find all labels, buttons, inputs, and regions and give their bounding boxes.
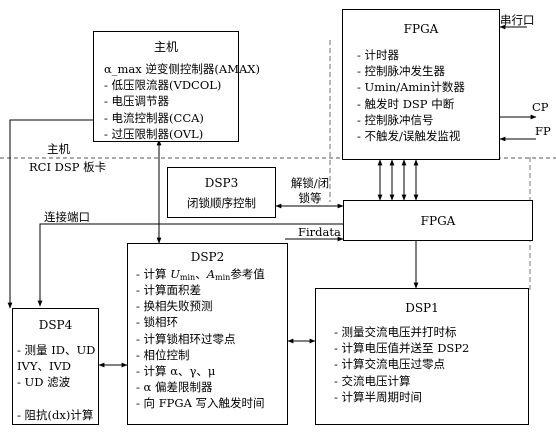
dsp3-line: 闭锁顺序控制 xyxy=(187,196,256,210)
host-item: - 电压调节器 xyxy=(104,94,170,109)
fpga-top-item: - 不触发/误触发监视 xyxy=(357,129,461,144)
dsp2-item-reference: - 计算 Umin、Amin参考值 xyxy=(136,266,265,286)
dsp1-item: - 计算电压值并送至 DSP2 xyxy=(334,341,470,356)
dsp3-box: DSP3 闭锁顺序控制 xyxy=(167,167,276,218)
host-item: - 低压限流器(VDCOL) xyxy=(104,78,222,93)
fpga-top-item: - 触发时 DSP 中断 xyxy=(357,96,455,111)
host-dsp4-line xyxy=(7,119,93,309)
unlock-label-line2: 锁等 xyxy=(298,191,322,205)
dsp1-items: - 测量交流电压并打时标- 计算电压值并送至 DSP2- 计算交流电压过零点- … xyxy=(334,324,469,405)
unlock-label-line1: 解锁/闭 xyxy=(290,176,330,190)
dsp2-item: - 锁相环 xyxy=(136,315,179,330)
fpga-mid-box: FPGA xyxy=(343,200,533,241)
host-box: 主机 α_max 逆变侧控制器(AMAX) - 低压限流器(VDCOL)- 电压调… xyxy=(93,31,260,142)
dsp4-title: DSP4 xyxy=(38,318,73,332)
connect-port-line xyxy=(37,223,343,307)
fpga-top-item: - 控制脉冲信号 xyxy=(357,112,434,127)
fpga-top-title: FPGA xyxy=(403,22,439,36)
fpga-top-item: - 控制脉冲发生器 xyxy=(357,64,446,79)
fpga-top-item: - 计时器 xyxy=(357,48,400,62)
host-item: - 过压限制器(OVL) xyxy=(104,126,204,141)
dsp4-item: - 测量 ID、UD xyxy=(17,343,96,357)
fp-label: FP xyxy=(535,124,551,138)
dsp2-item: - 相位控制 xyxy=(136,347,190,362)
rci-board-label: RCI DSP 板卡 xyxy=(29,160,107,174)
dsp1-item: - 测量交流电压并打时标 xyxy=(334,325,457,339)
host-item: - 电流控制器(CCA) xyxy=(104,110,204,125)
fpga-top-items: - 计时器 - 控制脉冲发生器- Umin/Amin计数器- 触发时 DSP 中断… xyxy=(357,47,465,144)
host-item: α_max 逆变侧控制器(AMAX) xyxy=(104,62,260,76)
dsp2-item: - α 偏差限制器 xyxy=(136,380,213,395)
fpga-top-box: FPGA - 计时器 - 控制脉冲发生器- Umin/Amin计数器- 触发时 D… xyxy=(342,9,500,160)
dsp2-item: - 计算面积差 xyxy=(136,283,202,297)
connect-port-label: 连接端口 xyxy=(44,210,90,224)
dsp2-items: - 计算面积差 - 换相失败预测- 锁相环- 计算锁相环过零点- 相位控制 - 计算… xyxy=(136,282,265,412)
fpga-mid-title: FPGA xyxy=(420,214,456,228)
firdata-label: Firdata xyxy=(298,225,341,239)
dsp4-item: - UD 滤波 xyxy=(17,375,71,390)
dsp2-item: - 换相失败预测 xyxy=(136,299,213,314)
dsp2-item1-mid: 、 xyxy=(195,267,207,281)
dsp4-item xyxy=(17,391,95,407)
dsp1-item: - 交流电压计算 xyxy=(334,373,411,388)
dsp2-item1-post: 参考值 xyxy=(230,267,265,281)
fpga-top-item: - Umin/Amin计数器 xyxy=(357,80,465,95)
host-box-items: α_max 逆变侧控制器(AMAX)- 低压限流器(VDCOL)- 电压调节器-… xyxy=(104,61,260,142)
dsp2-item1-a-sub: min xyxy=(215,273,231,282)
dsp2-box: DSP2 - 计算 Umin、Amin参考值 - 计算面积差- 换相失败预测- … xyxy=(127,243,288,425)
host-region-label: 主机 xyxy=(47,142,70,156)
dsp2-item1-u-sub: min xyxy=(179,273,196,282)
dsp4-box: DSP4 - 测量 ID、UD IVY、IVD- UD 滤波 - 阻抗(dx)计算 xyxy=(12,308,99,425)
dsp2-item: - 计算 α、γ、μ xyxy=(136,364,216,379)
serial-port-label: 串行口 xyxy=(500,13,535,27)
dsp1-title: DSP1 xyxy=(405,301,439,315)
cp-label: CP xyxy=(532,100,549,114)
dsp1-box: DSP1 - 测量交流电压并打时标 - 计算电压值并送至 DSP2- 计算交流电压… xyxy=(315,288,529,425)
dsp2-item: - 向 FPGA 写入触发时间 xyxy=(136,396,265,411)
dsp2-item1-a: A xyxy=(206,267,216,281)
dsp4-item: - 阻抗(dx)计算 xyxy=(17,407,94,422)
dsp2-item1-pre: - 计算 xyxy=(136,267,171,281)
dsp4-item: IVY、IVD xyxy=(17,359,72,374)
dsp1-item: - 计算半周期时间 xyxy=(334,389,423,404)
dsp3-title: DSP3 xyxy=(204,176,239,190)
dsp1-item: - 计算交流电压过零点 xyxy=(334,357,446,372)
dsp2-title: DSP2 xyxy=(190,250,225,264)
dsp2-item1-u: U xyxy=(170,267,180,281)
dsp2-item: - 计算锁相环过零点 xyxy=(136,331,236,346)
host-box-title: 主机 xyxy=(153,40,178,54)
dsp4-items: - 测量 ID、UD IVY、IVD- UD 滤波 - 阻抗(dx)计算 xyxy=(17,342,95,423)
